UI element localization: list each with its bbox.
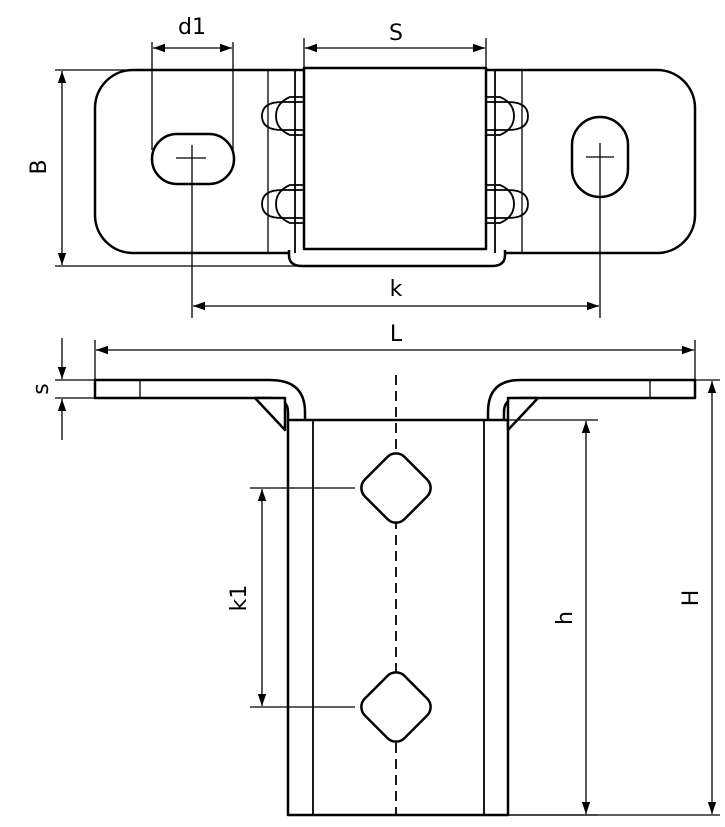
rib-left-top xyxy=(261,101,304,131)
rib-left-bottom-inner xyxy=(275,184,304,224)
gusset-left xyxy=(253,396,287,432)
rib-right-bottom-inner xyxy=(486,184,515,224)
label-k: k xyxy=(390,277,403,302)
label-d1: d1 xyxy=(178,15,206,40)
label-h: h xyxy=(553,611,578,625)
diamond-hole-bottom xyxy=(360,671,432,743)
rib-left-bottom xyxy=(261,189,304,219)
label-B: B xyxy=(27,159,52,174)
front-view: L s k1 h H xyxy=(29,322,720,817)
slot-hole-left xyxy=(150,132,236,186)
diamond-hole-top xyxy=(360,452,432,524)
label-L: L xyxy=(390,322,403,347)
rib-left-top-inner xyxy=(275,96,304,136)
bottom-lip xyxy=(287,250,507,268)
label-H: H xyxy=(679,590,704,607)
central-channel xyxy=(302,66,488,251)
rib-right-top-inner xyxy=(486,96,515,136)
bracket-body-outline xyxy=(93,378,697,817)
label-S: S xyxy=(389,21,403,46)
top-view: d1 S B k xyxy=(27,15,697,318)
label-k1: k1 xyxy=(227,585,252,612)
gusset-right xyxy=(506,396,540,432)
rib-right-top xyxy=(486,101,529,131)
rib-right-bottom xyxy=(486,189,529,219)
label-s: s xyxy=(29,383,54,394)
